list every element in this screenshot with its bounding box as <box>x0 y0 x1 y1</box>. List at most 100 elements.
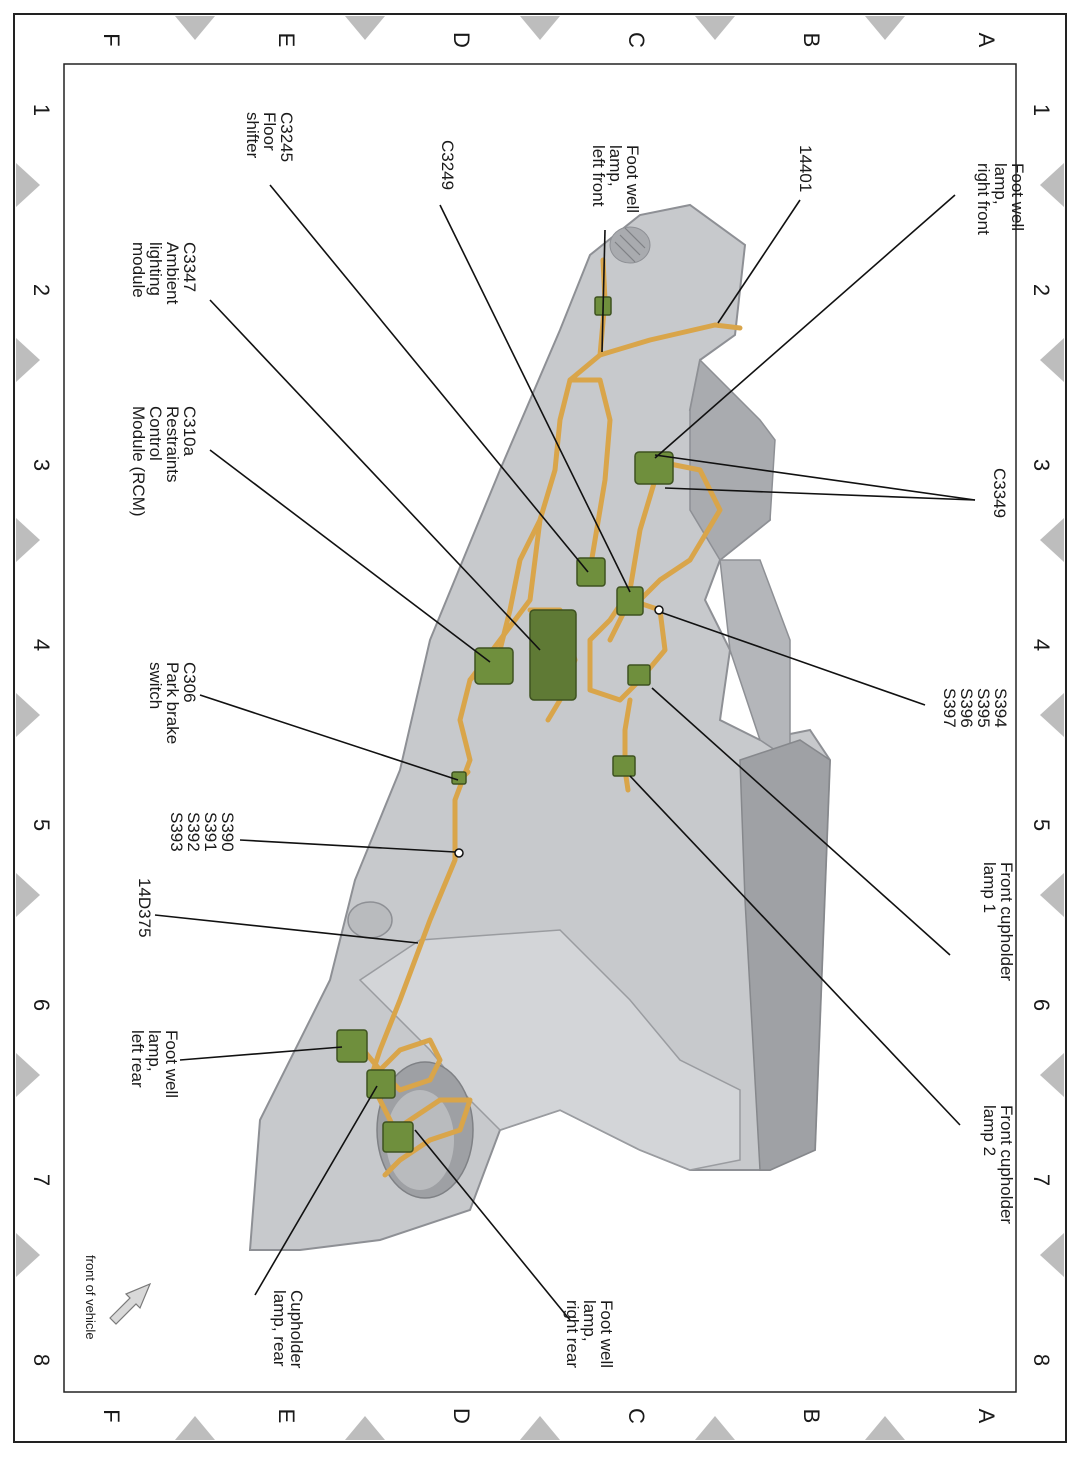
frame-triangle-top-1 <box>345 16 385 40</box>
grid-row-bottom-E: E <box>274 1409 299 1424</box>
leader-14d375 <box>154 914 419 944</box>
label-line: C3347 <box>180 242 199 292</box>
console-body <box>248 203 832 1251</box>
label-line: right front <box>974 163 993 235</box>
frame-triangle-left-5 <box>16 1053 40 1097</box>
inner-frame <box>63 63 1017 1393</box>
leader-c3347 <box>209 299 541 651</box>
label-line: 14D375 <box>135 878 154 938</box>
leader-c310a <box>209 449 491 663</box>
leader-c3245 <box>269 184 589 573</box>
label-line: Front cupholder <box>997 862 1016 981</box>
grid-col-right-3: 3 <box>1029 459 1054 471</box>
connector-c310a <box>474 647 514 685</box>
connector-front-cupholder-2 <box>612 755 636 777</box>
label-line: lamp, <box>145 1030 164 1072</box>
grid-col-left-3: 3 <box>29 459 54 471</box>
leader-foot-well-right-rear <box>414 1129 571 1321</box>
label-line: Front cupholder <box>997 1105 1016 1224</box>
label-c3349: C3349 <box>990 468 1009 518</box>
frame-triangle-right-4 <box>1040 873 1064 917</box>
grid-col-right-6: 6 <box>1029 999 1054 1011</box>
grid-col-right-5: 5 <box>1029 819 1054 831</box>
leader-front-cupholder-2 <box>629 775 961 1126</box>
outer-frame <box>13 13 1067 1443</box>
label-line: S390 <box>218 812 237 852</box>
label-line: Cupholder <box>287 1290 306 1369</box>
leader-c3349-b <box>654 454 976 501</box>
grid-row-bottom-B: B <box>799 1409 824 1424</box>
label-line: S391 <box>201 812 220 852</box>
label-line: module <box>129 242 148 298</box>
grid-row-top-E: E <box>274 33 299 48</box>
connector-c3349 <box>634 451 674 485</box>
connector-c3249 <box>616 586 644 616</box>
frame-triangles <box>16 16 1064 1440</box>
front-of-vehicle-label: front of vehicle <box>83 1255 98 1340</box>
frame-triangle-top-3 <box>695 16 735 40</box>
grid-col-left-1: 1 <box>29 104 54 116</box>
frame-triangle-left-3 <box>16 693 40 737</box>
label-line: 14401 <box>796 145 815 192</box>
front-of-vehicle-arrow <box>109 1282 152 1325</box>
frame-triangle-bottom-4 <box>865 1416 905 1440</box>
label-line: C3245 <box>277 112 296 162</box>
leader-foot-well-left-front <box>601 229 606 353</box>
label-line: S397 <box>940 688 959 728</box>
frame-triangle-top-2 <box>520 16 560 40</box>
grid-col-left-5: 5 <box>29 819 54 831</box>
frame-triangle-top-0 <box>175 16 215 40</box>
frame-triangle-left-6 <box>16 1233 40 1277</box>
label-line: Floor <box>260 112 279 151</box>
grid-col-right-8: 8 <box>1029 1354 1054 1366</box>
grid-col-left-7: 7 <box>29 1174 54 1186</box>
label-line: shifter <box>243 112 262 159</box>
frame-triangle-top-4 <box>865 16 905 40</box>
grid-row-top-C: C <box>624 32 649 48</box>
label-line: Foot well <box>597 1300 616 1368</box>
grid-col-left-4: 4 <box>29 639 54 651</box>
label-line: left front <box>589 145 608 207</box>
front-of-vehicle-text: front of vehicle <box>83 1255 98 1340</box>
label-line: lamp, <box>991 163 1010 205</box>
frame-triangle-right-6 <box>1040 1233 1064 1277</box>
grid-col-right-2: 2 <box>1029 284 1054 296</box>
label-line: lighting <box>146 242 165 296</box>
label-line: C310a <box>180 406 199 457</box>
label-line: lamp, <box>580 1300 599 1342</box>
grid-row-top-A: A <box>974 33 999 48</box>
label-line: Control <box>146 406 165 461</box>
label-line: S393 <box>167 812 186 852</box>
frame-triangle-left-1 <box>16 338 40 382</box>
leader-14401 <box>717 199 801 324</box>
frame-triangle-bottom-3 <box>695 1416 735 1440</box>
label-line: Ambient <box>163 242 182 305</box>
grid-col-left-2: 2 <box>29 284 54 296</box>
label-line: Module (RCM) <box>129 406 148 517</box>
label-wire-14401: 14401 <box>796 145 815 192</box>
connector-foot-well-left-rear <box>336 1029 368 1063</box>
label-line: Foot well <box>1008 163 1027 231</box>
connector-foot-well-right-rear <box>382 1121 414 1153</box>
frame-triangle-right-5 <box>1040 1053 1064 1097</box>
connector-cupholder-rear <box>366 1069 396 1099</box>
label-line: right rear <box>563 1300 582 1368</box>
frame-triangle-bottom-0 <box>175 1416 215 1440</box>
label-line: switch <box>146 662 165 709</box>
leader-front-cupholder-1 <box>651 687 951 956</box>
frame-triangle-bottom-1 <box>345 1416 385 1440</box>
leader-s390-393 <box>239 839 456 853</box>
grid-col-left-8: 8 <box>29 1354 54 1366</box>
